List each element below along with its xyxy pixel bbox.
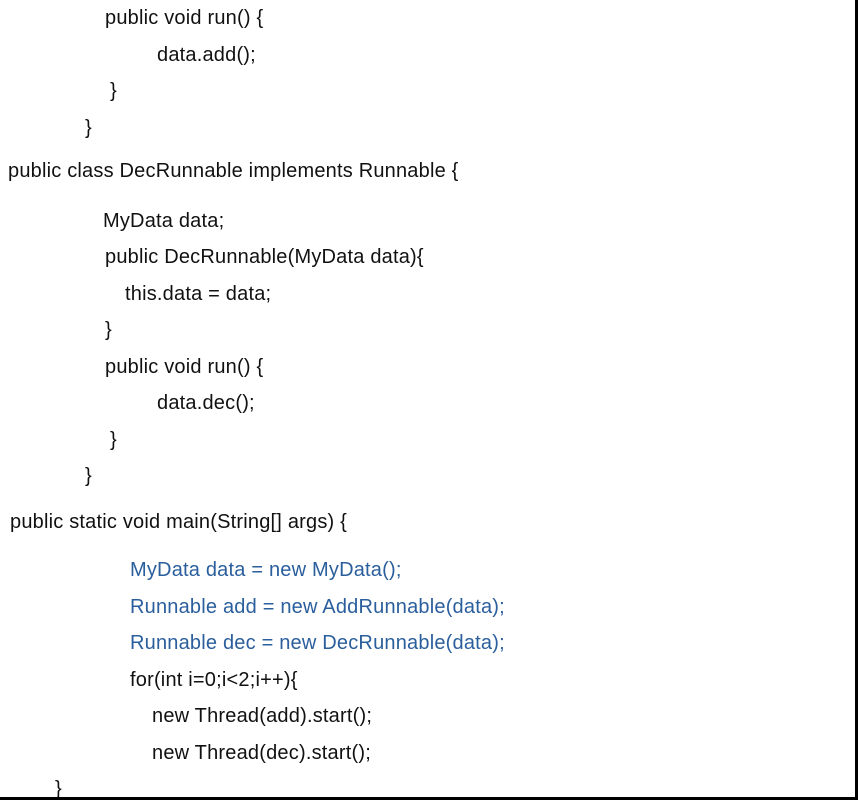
code-line: this.data = data; (125, 282, 272, 305)
code-line: for(int i=0;i<2;i++){ (130, 668, 298, 691)
code-line: } (85, 465, 92, 487)
code-line: public void run() { (105, 7, 264, 29)
code-line-highlighted: Runnable add = new AddRunnable(data); (130, 595, 505, 618)
code-line: data.dec(); (157, 392, 255, 414)
code-line: MyData data; (103, 209, 225, 232)
frame-border-right (855, 0, 858, 800)
code-line: } (55, 778, 62, 797)
code-line-highlighted: MyData data = new MyData(); (130, 559, 402, 581)
code-line: } (85, 116, 92, 139)
code-line: } (110, 80, 117, 102)
code-line: } (110, 428, 117, 451)
code-line: } (105, 319, 112, 341)
frame-border-bottom (0, 797, 858, 800)
code-line: public class DecRunnable implements Runn… (8, 160, 459, 182)
code-line: public void run() { (105, 355, 264, 378)
code-line: new Thread(dec).start(); (152, 741, 371, 764)
code-line: public DecRunnable(MyData data){ (105, 246, 424, 268)
code-line-highlighted: Runnable dec = new DecRunnable(data); (130, 632, 505, 654)
code-line: public static void main(String[] args) { (10, 510, 348, 533)
code-line: new Thread(add).start(); (152, 705, 373, 727)
code-line: data.add(); (157, 43, 256, 66)
